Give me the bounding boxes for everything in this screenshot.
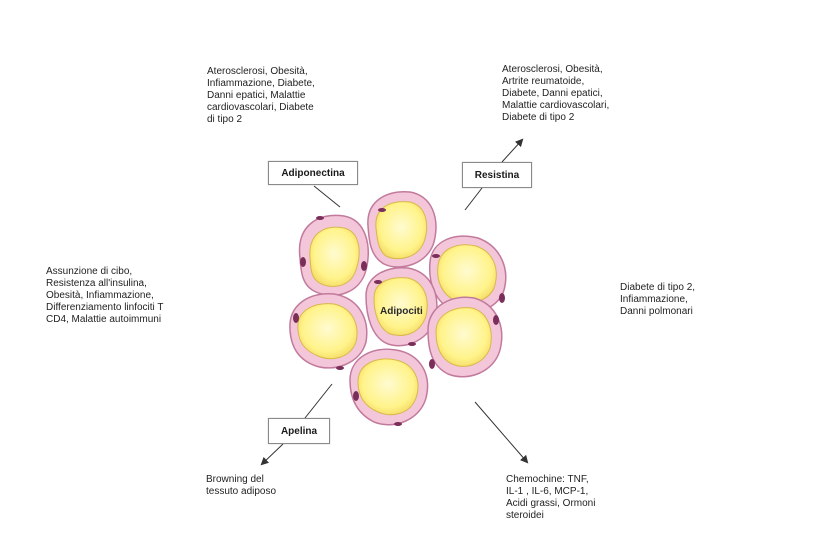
nucleus (493, 315, 499, 325)
apelina-connector (304, 383, 333, 419)
nucleus (361, 261, 367, 271)
nucleus (353, 391, 359, 401)
adipocyte-cell (349, 348, 429, 426)
resistina-box: Resistina (462, 162, 532, 188)
adipocyte-cluster (289, 191, 507, 426)
resistina-to-cells-connector (464, 187, 483, 211)
nucleus (378, 208, 386, 212)
adiponectina-effects: Aterosclerosi, Obesità, Infiammazione, D… (207, 66, 315, 125)
adipocyte-cell (427, 296, 503, 378)
chemokine-arrow (474, 401, 529, 464)
chemokine-effects: Chemochine: TNF, IL-1 , IL-6, MCP-1, Aci… (506, 474, 596, 521)
apelina-effects: Browning del tessuto adiposo (206, 474, 277, 497)
nucleus (300, 257, 306, 267)
resistina-arrow (501, 138, 524, 163)
apelina-box: Apelina (268, 418, 330, 444)
adipocyte-cell (298, 214, 369, 296)
nucleus (374, 280, 382, 284)
nucleus (408, 342, 416, 346)
nucleus (316, 216, 324, 220)
adipocyte-cell (428, 235, 507, 314)
adiponectina-connector (313, 185, 341, 208)
resistina-effects: Aterosclerosi, Obesità, Artrite reumatoi… (502, 64, 610, 123)
nucleus (432, 254, 440, 258)
adipocyte-cell (289, 293, 368, 370)
nucleus (293, 313, 299, 323)
nucleus (394, 422, 402, 426)
nucleus (336, 366, 344, 370)
adipocyte-cell (361, 191, 437, 271)
right-effects: Diabete di tipo 2, Infiammazione, Danni … (620, 282, 696, 317)
adipocyte-cell (365, 267, 438, 347)
nucleus (499, 293, 505, 303)
left-effects: Assunzione di cibo, Resistenza all'insul… (46, 266, 164, 325)
adipocyte-center-label: Adipociti (380, 306, 423, 317)
apelina-arrow (260, 443, 284, 466)
nucleus (429, 359, 435, 369)
adiponectina-box: Adiponectina (268, 161, 358, 185)
